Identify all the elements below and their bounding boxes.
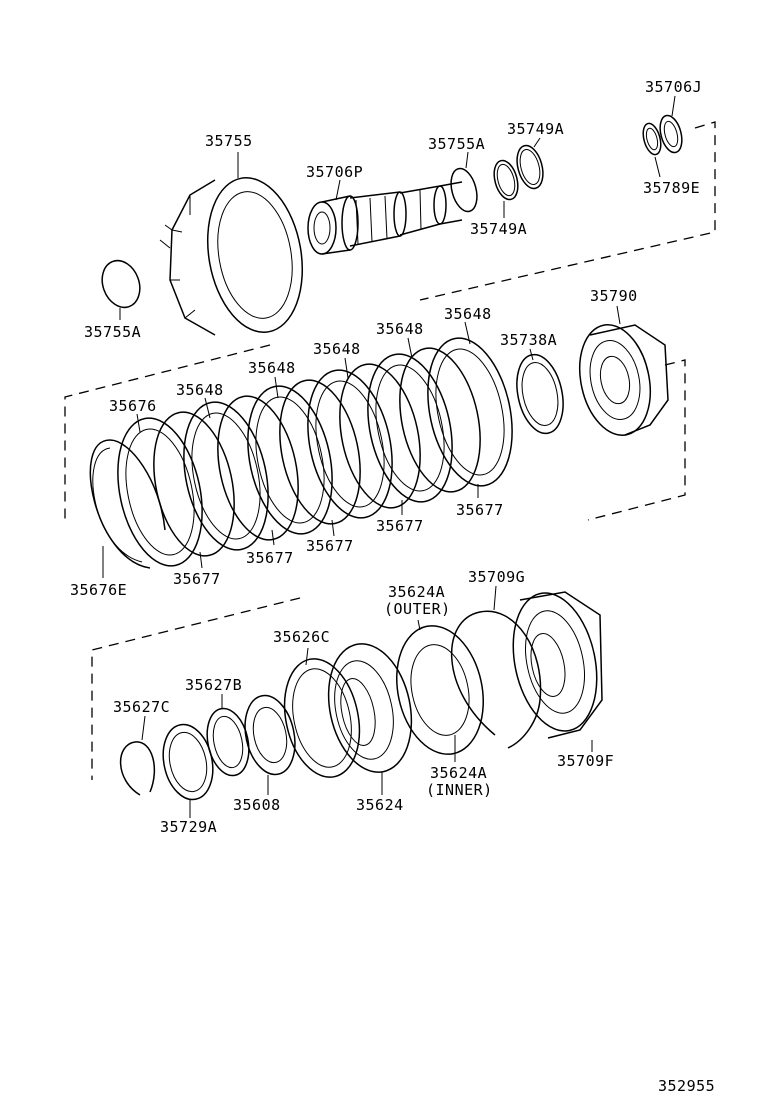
group-boundary-middle <box>64 344 271 522</box>
label-35648-a: 35648 <box>444 305 492 323</box>
ring-35706J <box>659 114 683 154</box>
bearing-35608 <box>244 694 296 776</box>
label-35677-c: 35677 <box>306 537 354 555</box>
clutch-plate-stack <box>117 337 513 567</box>
label-35790: 35790 <box>590 287 638 305</box>
label-35677-a: 35677 <box>456 501 504 519</box>
group-boundary-bottom <box>91 597 301 780</box>
shaft-35706P <box>307 181 463 255</box>
ring-35749A-left <box>493 159 519 201</box>
label-35648-c: 35648 <box>313 340 361 358</box>
plate-35624A <box>396 625 484 755</box>
label-35627C: 35627C <box>113 698 170 716</box>
snap-ring-35755A-left <box>101 259 141 309</box>
label-35709F: 35709F <box>557 752 614 770</box>
label-35624A-inner: 35624A <box>430 764 487 782</box>
hub-35790 <box>579 324 669 436</box>
ring-35749A-right <box>516 144 544 190</box>
label-35676E: 35676E <box>70 581 127 599</box>
label-35677-b: 35677 <box>376 517 424 535</box>
label-35677-e: 35677 <box>173 570 221 588</box>
ring-35789E <box>642 122 662 156</box>
seal-35709G <box>451 610 542 749</box>
snap-ring-35676E <box>89 439 166 569</box>
label-35755A-top: 35755A <box>428 135 485 153</box>
label-35755: 35755 <box>205 132 253 150</box>
label-inner-note: (INNER) <box>426 781 493 799</box>
label-35709G: 35709G <box>468 568 525 586</box>
drum-35709F <box>512 591 603 739</box>
label-35648-d: 35648 <box>248 359 296 377</box>
label-35624: 35624 <box>356 796 404 814</box>
piston-35624 <box>327 643 413 773</box>
label-35738A: 35738A <box>500 331 557 349</box>
label-35706J: 35706J <box>645 78 702 96</box>
group-boundary-middle-right <box>587 359 686 521</box>
snap-ring-35627C <box>119 741 156 796</box>
label-35624A-outer: 35624A <box>388 583 445 601</box>
spring-35626C <box>283 658 361 778</box>
label-35749A-top: 35749A <box>507 120 564 138</box>
label-35676: 35676 <box>109 397 157 415</box>
label-35706P: 35706P <box>306 163 363 181</box>
label-35749A-mid: 35749A <box>470 220 527 238</box>
label-35648-e: 35648 <box>176 381 224 399</box>
label-35729A: 35729A <box>160 818 217 836</box>
label-35648-b: 35648 <box>376 320 424 338</box>
ring-35738A <box>516 353 564 435</box>
label-35789E: 35789E <box>643 179 700 197</box>
group-boundary-top <box>419 121 716 301</box>
washer-35729A <box>162 723 214 801</box>
diagram-id: 352955 <box>658 1077 715 1095</box>
label-35626C: 35626C <box>273 628 330 646</box>
snap-ring-35755A-top <box>450 167 478 213</box>
label-35677-d: 35677 <box>246 549 294 567</box>
label-35755A-left: 35755A <box>84 323 141 341</box>
label-outer-note: (OUTER) <box>384 600 451 618</box>
label-35608: 35608 <box>233 796 281 814</box>
drum-35755 <box>159 177 304 336</box>
label-35627B: 35627B <box>185 676 242 694</box>
